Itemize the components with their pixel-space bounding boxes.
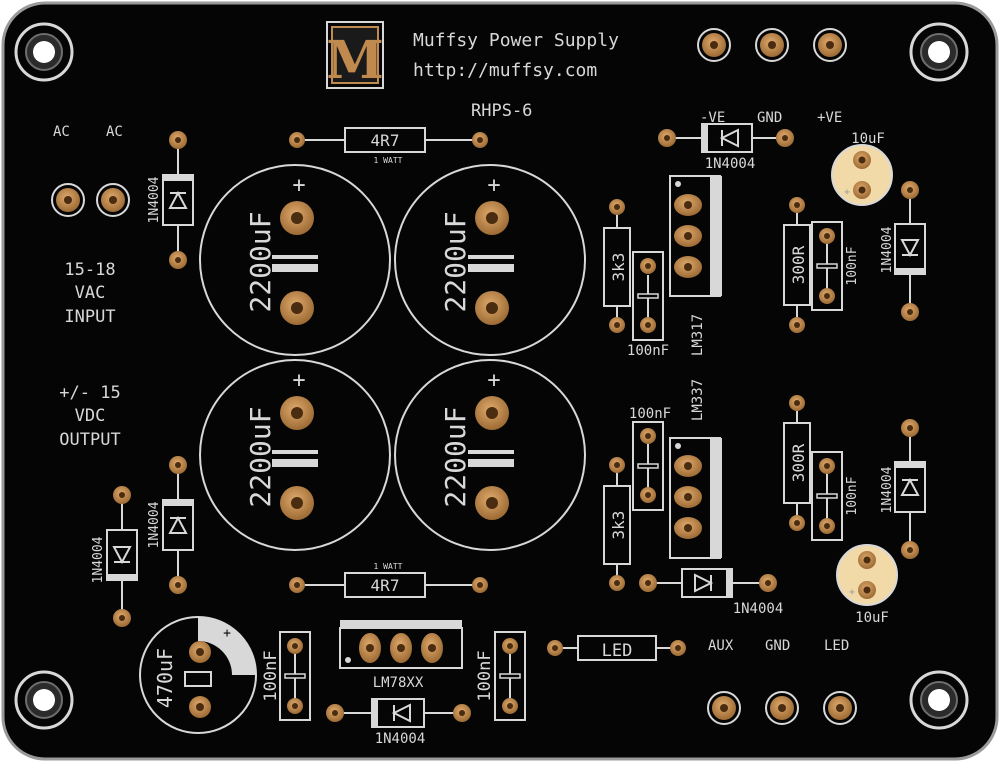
capacitor-100nf-2 (632, 421, 664, 511)
capacitor-100nf-1 (632, 251, 664, 341)
diode-vertical-2 (162, 456, 194, 594)
capacitor-2200uf-1-plus: + (292, 173, 305, 198)
capacitor-470uf-plus: + (223, 626, 231, 641)
board-url: http://muffsy.com (413, 60, 597, 81)
capacitor-2200uf-2 (394, 164, 586, 356)
capacitor-2200uf-2-plus: + (487, 173, 500, 198)
capacitor-100nf-2-label: 100nF (629, 406, 671, 422)
board-title: Muffsy Power Supply (413, 30, 619, 51)
capacitor-100nf-5-label: 100nF (261, 650, 281, 701)
regulator-lm78xx (339, 620, 463, 669)
regulator-lm78xx-label: LM78XX (373, 675, 424, 691)
capacitor-100nf-5 (279, 631, 311, 721)
led-resistor (547, 635, 686, 661)
diode-horizontal-3-label: 1N4004 (375, 731, 426, 747)
resistor-3k3-top-label: 3k3 (609, 253, 628, 282)
output-label-line2: VDC (75, 406, 106, 426)
mounting-hole-top-left (14, 22, 74, 82)
gnd-top-label: GND (757, 110, 782, 126)
mounting-hole-top-right (909, 22, 969, 82)
output-label-line3: OUTPUT (59, 430, 120, 450)
neg-ve-label: -VE (700, 110, 725, 126)
board-model: RHPS-6 (471, 101, 532, 121)
capacitor-2200uf-3-label: 2200uF (244, 406, 277, 507)
aux-label: AUX (708, 638, 734, 654)
diode-horizontal-1-label: 1N4004 (705, 156, 756, 172)
ac-label-right: AC (106, 124, 123, 140)
regulator-lm337 (669, 437, 722, 559)
dc-output-pads (697, 28, 847, 62)
input-label-line2: VAC (75, 283, 106, 303)
capacitor-2200uf-1 (199, 164, 391, 356)
capacitor-100nf-3-label: 100nF (845, 246, 860, 285)
resistor-4r7-bottom (289, 572, 488, 598)
resistor-4r7-top-label: 4R7 (371, 131, 400, 150)
diode-vertical-4 (894, 181, 926, 321)
capacitor-2200uf-4-plus: + (487, 368, 500, 393)
diode-vertical-5-label: 1N4004 (880, 466, 895, 513)
logo-letter: M (326, 30, 384, 91)
resistor-300r-top-label: 300R (789, 245, 808, 284)
diode-vertical-2-label: 1N4004 (147, 501, 162, 548)
capacitor-100nf-1-label: 100nF (627, 343, 669, 359)
resistor-300r-bottom-label: 300R (789, 443, 808, 482)
diode-horizontal-1 (658, 123, 794, 153)
regulator-lm317 (669, 175, 722, 297)
capacitor-470uf-label: 470uF (153, 648, 177, 708)
ac-label-left: AC (53, 124, 70, 140)
led-resistor-label: LED (602, 641, 633, 661)
capacitor-10uf-top (831, 144, 893, 206)
capacitor-470uf (139, 616, 257, 734)
resistor-300r-bottom (783, 395, 811, 531)
regulator-lm337-label: LM337 (690, 379, 706, 421)
capacitor-100nf-4-label: 100nF (845, 476, 860, 515)
aux-output-pads (707, 691, 857, 725)
resistor-4r7-top (289, 127, 488, 153)
capacitor-100nf-3 (811, 221, 843, 311)
resistor-4r7-bottom-label: 4R7 (371, 576, 400, 595)
led-pin-label: LED (824, 638, 849, 654)
gnd-bottom-label: GND (765, 638, 790, 654)
resistor-300r-top (783, 197, 811, 333)
diode-horizontal-3 (326, 698, 471, 728)
input-label-line1: 15-18 (64, 260, 115, 280)
diode-vertical-1 (162, 131, 194, 269)
mounting-hole-bottom-right (909, 670, 969, 730)
output-label-line1: +/- 15 (59, 383, 120, 403)
capacitor-10uf-bottom (836, 544, 898, 606)
capacitor-100nf-4 (811, 451, 843, 541)
diode-vertical-4-label: 1N4004 (880, 226, 895, 273)
capacitor-2200uf-3-plus: + (292, 368, 305, 393)
resistor-3k3-top (603, 199, 631, 333)
resistor-top-watt-label: 1 WATT (374, 156, 403, 165)
diode-horizontal-2 (639, 568, 777, 598)
capacitor-2200uf-4-label: 2200uF (439, 406, 472, 507)
capacitor-100nf-6-label: 100nF (475, 650, 495, 701)
ac-input-pads (51, 183, 130, 217)
pos-ve-label: +VE (817, 110, 842, 126)
capacitor-10uf-top-plus: + (844, 187, 850, 198)
capacitor-2200uf-1-label: 2200uF (244, 211, 277, 312)
capacitor-10uf-bottom-plus: + (849, 587, 855, 598)
mounting-hole-bottom-left (14, 670, 74, 730)
diode-vertical-3 (106, 486, 138, 627)
capacitor-10uf-bottom-label: 10uF (855, 610, 889, 626)
capacitor-100nf-6 (494, 631, 526, 721)
diode-vertical-5 (894, 419, 926, 559)
regulator-lm317-label: LM317 (690, 314, 706, 356)
capacitor-10uf-top-label: 10uF (851, 131, 885, 147)
capacitor-2200uf-4 (394, 359, 586, 551)
input-label-line3: INPUT (64, 307, 115, 327)
capacitor-2200uf-3 (199, 359, 391, 551)
capacitor-2200uf-2-label: 2200uF (439, 211, 472, 312)
muffsy-logo: M (326, 21, 384, 91)
diode-horizontal-2-label: 1N4004 (733, 601, 784, 617)
resistor-3k3-bottom-label: 3k3 (609, 511, 628, 540)
resistor-bottom-watt-label: 1 WATT (374, 562, 403, 571)
resistor-3k3-bottom (603, 457, 631, 591)
diode-vertical-3-label: 1N4004 (91, 536, 106, 583)
diode-vertical-1-label: 1N4004 (147, 176, 162, 223)
